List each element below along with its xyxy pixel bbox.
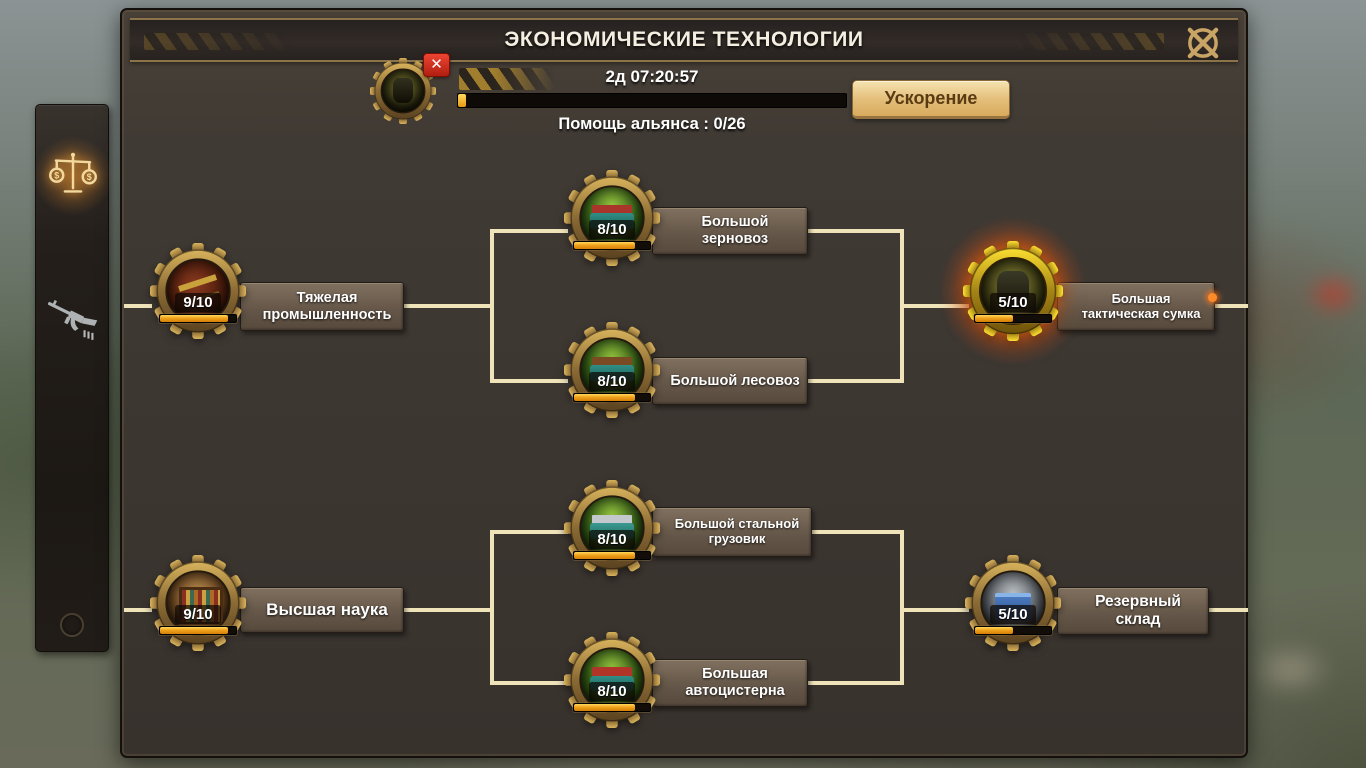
cancel-research-button[interactable]: ✕ — [423, 53, 450, 77]
level-progress-bar — [573, 393, 651, 402]
tech-label: Тяжелая промышленность — [262, 289, 392, 323]
tech-label-plate: Большой лесовоз — [652, 357, 808, 405]
panel-title: ЭКОНОМИЧЕСКИЕ ТЕХНОЛОГИИ — [504, 28, 864, 51]
tech-node-heavy-industry[interactable]: Тяжелая промышленность 9/10 — [150, 243, 430, 383]
speedup-button[interactable]: Ускорение — [852, 80, 1010, 119]
hazard-stripes-research — [459, 68, 555, 90]
alliance-help-counter: Помощь альянса : 0/26 — [558, 115, 746, 133]
level-text: 5/10 — [990, 605, 1036, 624]
level-badge: 9/10 — [159, 605, 237, 635]
tech-label: Резервный склад — [1095, 593, 1181, 628]
tech-label-plate: Резервный склад — [1057, 587, 1209, 635]
level-progress-bar — [159, 314, 237, 323]
grain-truck-gear-icon — [564, 170, 660, 266]
tech-label-plate: Большой стальной грузовик — [652, 507, 812, 557]
notification-dot — [1208, 293, 1217, 302]
hazard-stripes-left — [144, 33, 294, 50]
tech-label: Большой зерновоз — [701, 214, 769, 247]
level-text: 8/10 — [589, 220, 635, 239]
tech-label-plate: Большая тактическая сумка — [1057, 282, 1217, 331]
level-text: 8/10 — [589, 530, 635, 549]
current-research-item[interactable]: ✕ — [370, 53, 450, 124]
level-badge: 8/10 — [573, 530, 651, 560]
level-text: 9/10 — [175, 605, 221, 624]
tactical-bag-gear-icon — [963, 241, 1063, 341]
science-gear-icon — [150, 555, 246, 651]
tech-label-plate: Тяжелая промышленность — [240, 282, 404, 331]
warehouse-gear-icon — [965, 555, 1061, 651]
level-progress-bar — [159, 626, 237, 635]
level-progress-bar — [573, 551, 651, 560]
tab-economic-tech[interactable]: $ $ — [28, 135, 118, 217]
svg-text:$: $ — [54, 170, 59, 180]
level-progress-bar — [573, 703, 651, 712]
tech-node-big-tactical-bag[interactable]: Большая тактическая сумка 5/10 — [938, 216, 1243, 381]
level-text: 8/10 — [589, 372, 635, 391]
tech-label: Большая тактическая сумка — [1081, 290, 1201, 321]
rifle-icon — [47, 299, 98, 340]
research-progress-bar — [457, 93, 847, 108]
level-progress-bar — [573, 241, 651, 250]
tech-node-big-grain-truck[interactable]: Большой зерновоз 8/10 — [564, 170, 844, 310]
research-progress-fill — [458, 94, 466, 107]
level-badge: 8/10 — [573, 220, 651, 250]
rail-bottom-emblem — [60, 613, 84, 637]
tech-node-higher-science[interactable]: Высшая наука 9/10 — [150, 555, 430, 695]
svg-text:$: $ — [87, 172, 92, 182]
level-progress-bar — [974, 314, 1052, 323]
research-backpack-image — [381, 69, 425, 113]
economic-tech-panel: ЭКОНОМИЧЕСКИЕ ТЕХНОЛОГИИ ✕ 2д 07:20:57 П… — [120, 8, 1248, 758]
panel-titlebar: ЭКОНОМИЧЕСКИЕ ТЕХНОЛОГИИ — [130, 18, 1238, 62]
tech-label-plate: Большая автоцистерна — [652, 659, 808, 707]
tech-label-plate: Большой зерновоз — [652, 207, 808, 255]
tanker-truck-gear-icon — [564, 632, 660, 728]
tech-category-rail: $ $ — [28, 104, 118, 652]
level-text: 8/10 — [589, 682, 635, 701]
close-button[interactable] — [1182, 22, 1224, 64]
heavy-industry-gear-icon — [150, 243, 246, 339]
level-badge: 5/10 — [974, 293, 1052, 323]
tech-label: Большой стальной грузовик — [674, 516, 800, 546]
level-text: 5/10 — [990, 293, 1036, 312]
timber-truck-gear-icon — [564, 322, 660, 418]
level-progress-bar — [974, 626, 1052, 635]
tech-label: Высшая наука — [266, 600, 388, 620]
research-timer: 2д 07:20:57 — [605, 67, 699, 86]
level-badge: 8/10 — [573, 682, 651, 712]
tab-military-tech[interactable] — [36, 285, 110, 351]
close-icon — [1187, 27, 1219, 59]
level-text: 9/10 — [175, 293, 221, 312]
level-badge: 9/10 — [159, 293, 237, 323]
tech-node-big-steel-truck[interactable]: Большой стальной грузовик 8/10 — [564, 480, 844, 620]
balance-scale-dollar-icon: $ $ — [49, 152, 97, 193]
tech-node-big-tanker-truck[interactable]: Большая автоцистерна 8/10 — [564, 632, 844, 768]
tech-label: Большой лесовоз — [670, 372, 800, 389]
tech-node-big-timber-truck[interactable]: Большой лесовоз 8/10 — [564, 322, 844, 462]
level-badge: 8/10 — [573, 372, 651, 402]
level-badge: 5/10 — [974, 605, 1052, 635]
tech-node-reserve-warehouse[interactable]: Резервный склад 5/10 — [965, 555, 1245, 695]
tech-label: Большая автоцистерна — [685, 666, 785, 699]
tech-label-plate: Высшая наука — [240, 587, 404, 633]
hazard-stripes-right — [1014, 33, 1164, 50]
steel-truck-gear-icon — [564, 480, 660, 576]
